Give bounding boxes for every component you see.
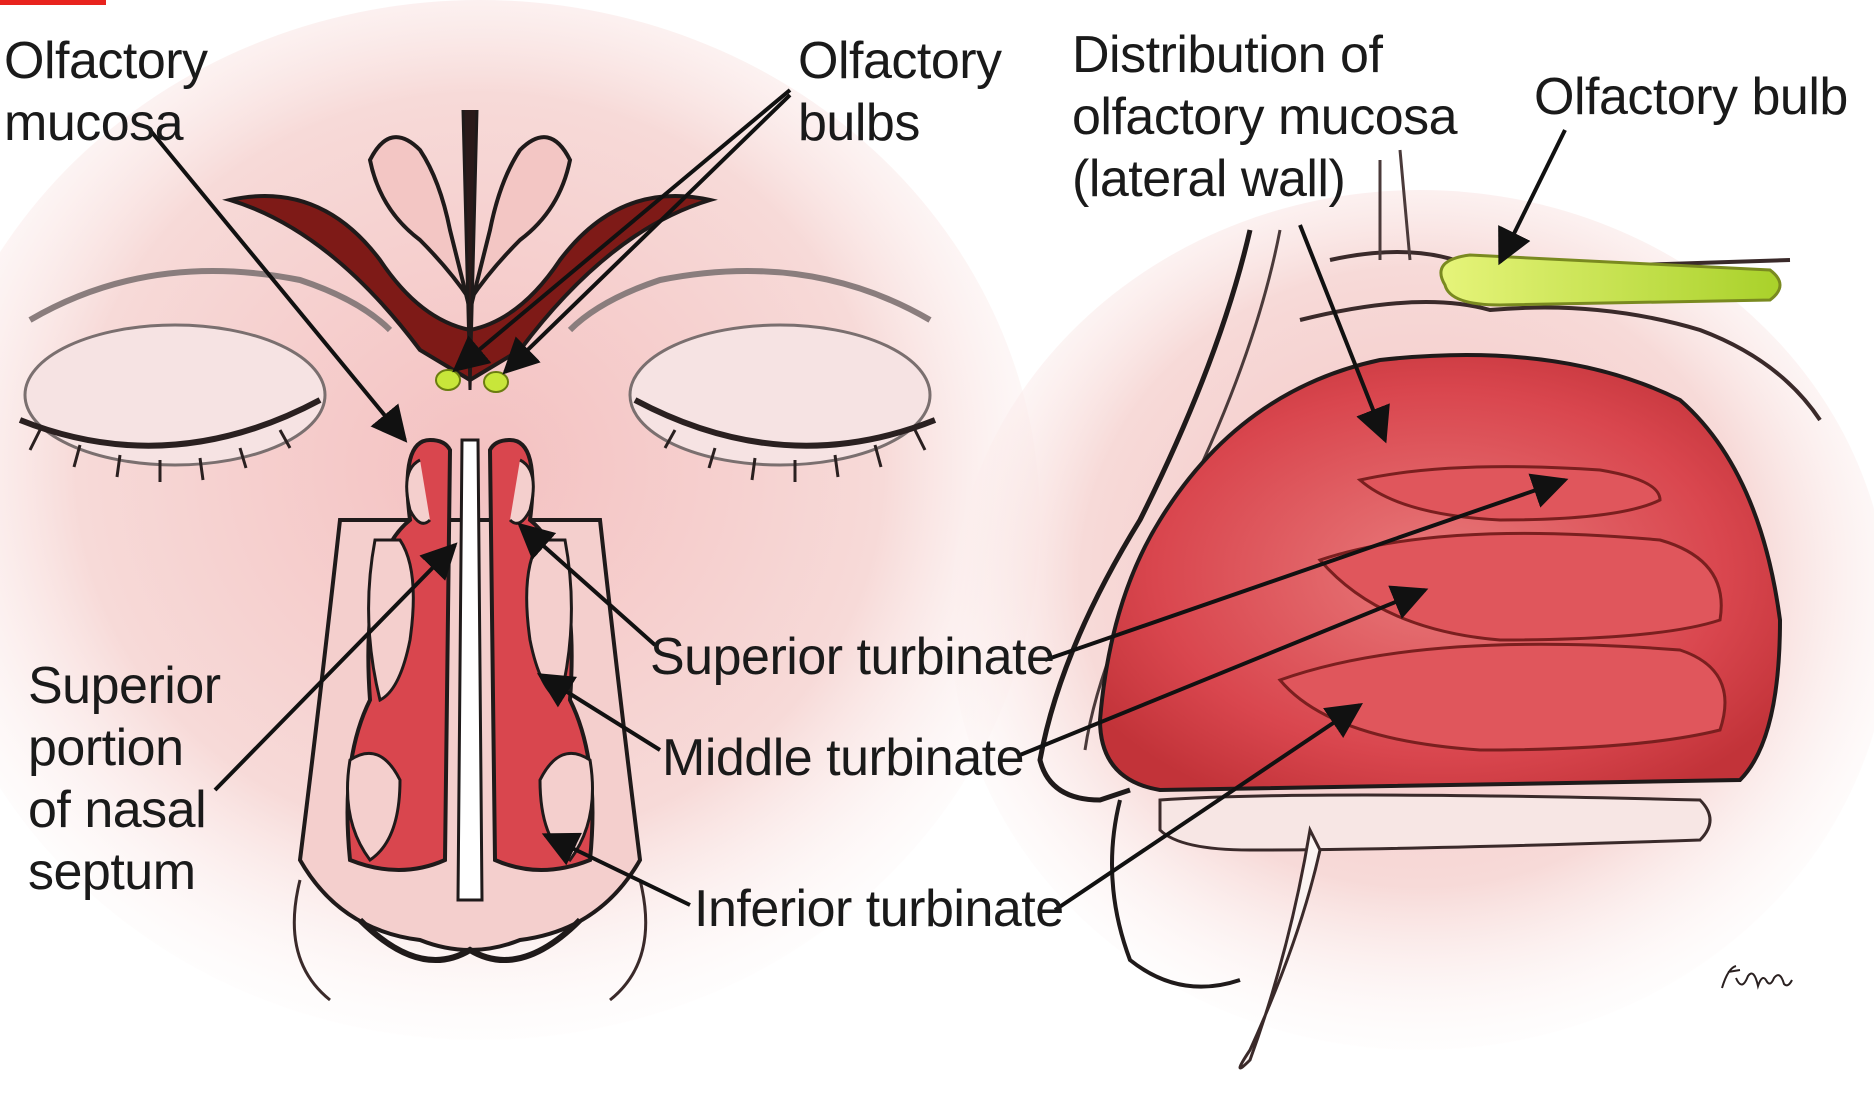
label-inferior-turbinate: Inferior turbinate (694, 878, 1064, 940)
artist-signature (1718, 958, 1796, 998)
label-olfactory-bulbs: Olfactory bulbs (798, 30, 1002, 154)
label-middle-turbinate: Middle turbinate (662, 727, 1024, 789)
label-olfactory-bulb: Olfactory bulb (1534, 66, 1848, 128)
label-superior-turbinate: Superior turbinate (650, 626, 1054, 688)
right-olfactory-bulb-dot (484, 372, 508, 392)
label-superior-portion-nasal-septum: Superior portion of nasal septum (28, 655, 221, 903)
lateral-view (950, 150, 1874, 1068)
label-distribution-olfactory-mucosa: Distribution of olfactory mucosa (latera… (1072, 24, 1457, 210)
left-olfactory-bulb-dot (436, 370, 460, 390)
label-olfactory-mucosa: Olfactory mucosa (4, 30, 208, 154)
hard-palate (1160, 795, 1710, 850)
